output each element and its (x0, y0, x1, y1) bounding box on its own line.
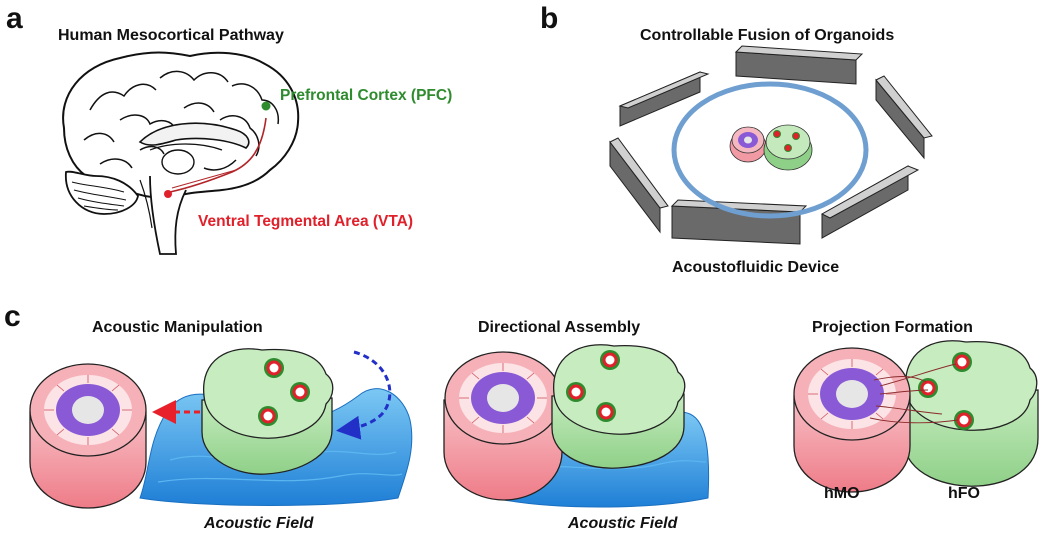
axon-projections (869, 363, 959, 424)
hfo-label: hFO (948, 485, 980, 502)
hmo-organoid-1 (29, 363, 147, 509)
pfc-dot (261, 101, 271, 111)
hfo-organoid-3 (903, 340, 1039, 487)
hmo-organoid-3 (793, 347, 911, 493)
stage1-title: Acoustic Manipulation (92, 319, 263, 336)
hmo-label: hMO (824, 485, 860, 502)
panel-b-letter: b (540, 2, 558, 35)
mesocortical-tract (169, 117, 267, 193)
panel-b-title: Controllable Fusion of Organoids (640, 27, 894, 44)
brain-sagittal-illustration (62, 51, 300, 255)
mini-hfo (763, 124, 813, 171)
panel-c-letter: c (4, 300, 21, 333)
acoustofluidic-device-illustration (609, 45, 933, 245)
vta-dot (164, 190, 172, 198)
pfc-label: Prefrontal Cortex (PFC) (280, 87, 452, 104)
vta-label: Ventral Tegmental Area (VTA) (198, 213, 413, 230)
hmo-organoid-2 (443, 351, 563, 501)
mini-hmo (729, 126, 767, 163)
stage3-title: Projection Formation (812, 319, 973, 336)
hfo-organoid-2 (551, 344, 686, 469)
hfo-organoid-1 (201, 348, 334, 475)
panel-a-title: Human Mesocortical Pathway (58, 27, 284, 44)
acoustic-field-label-1: Acoustic Field (203, 515, 315, 532)
panel-a-letter: a (6, 2, 23, 35)
device-chamber-ring (671, 81, 869, 219)
device-label: Acoustofluidic Device (672, 259, 839, 276)
rotate-arrow-blue (336, 350, 392, 440)
acoustic-field-label-2: Acoustic Field (567, 515, 679, 532)
stage2-title: Directional Assembly (478, 319, 640, 336)
